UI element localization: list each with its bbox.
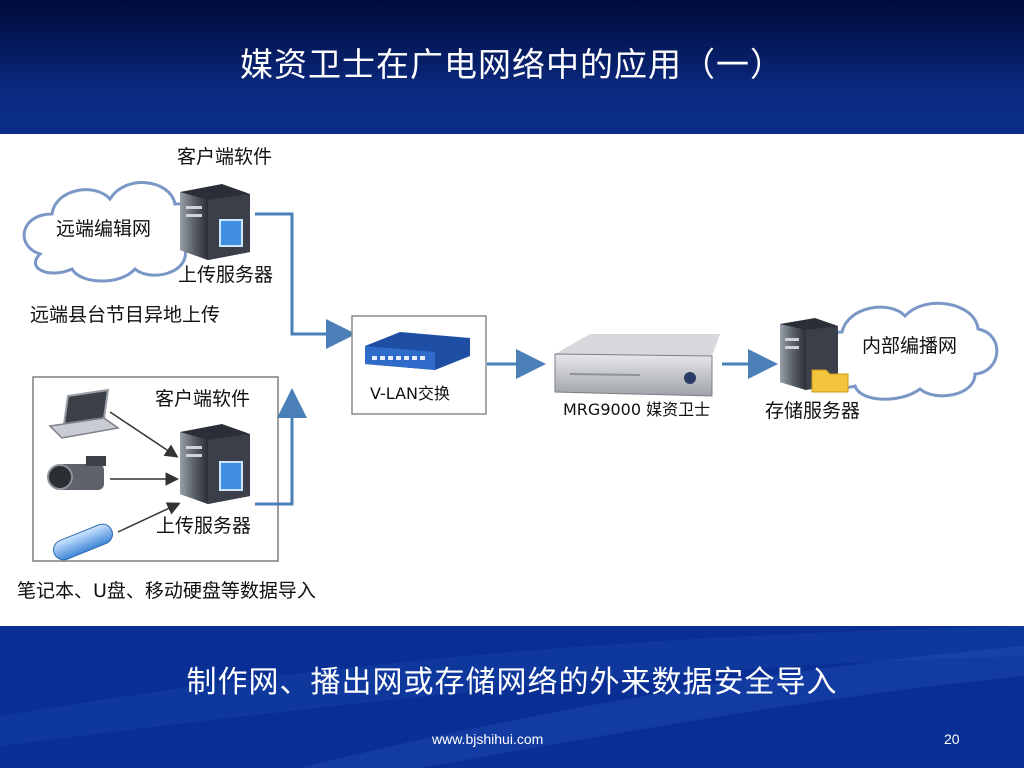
mrg9000-device-icon [554, 334, 720, 397]
upload-server-top-label: 上传服务器 [178, 264, 274, 286]
slide-title: 媒资卫士在广电网络中的应用（一） [240, 45, 784, 84]
local-caption: 笔记本、U盘、移动硬盘等数据导入 [17, 580, 316, 602]
slide-subtitle: 制作网、播出网或存储网络的外来数据安全导入 [186, 665, 838, 700]
storage-label: 存储服务器 [765, 400, 861, 422]
remote-caption: 远端县台节目异地上传 [30, 304, 221, 326]
storage-server-icon [780, 318, 838, 390]
page-number: 20 [944, 731, 960, 747]
client-software-bottom-label: 客户端软件 [155, 388, 251, 410]
usb-drive-icon [53, 523, 113, 561]
upload-server-bottom-icon [180, 424, 250, 504]
video-camera-icon [47, 456, 106, 490]
connector-top [255, 212, 356, 349]
internal-cloud-icon [812, 301, 999, 401]
folder-icon [811, 369, 849, 393]
upload-server-top-icon [180, 184, 250, 260]
laptop-icon [48, 388, 120, 439]
network-diagram: 远端编辑网 客户端软件 上传服务器 远端县台节目异地上传 客户端软件 上传服务器… [0, 134, 1024, 626]
vlan-label: V-LAN交换 [370, 384, 450, 403]
local-import-box [32, 376, 279, 562]
vlan-switch-icon [365, 332, 470, 370]
client-software-top-label: 客户端软件 [177, 146, 273, 168]
diagram-canvas [22, 181, 999, 562]
internal-cloud-label: 内部编播网 [862, 335, 958, 357]
connector-bottom [255, 388, 307, 506]
remote-cloud-label: 远端编辑网 [56, 218, 152, 240]
mrg-label: MRG9000 媒资卫士 [563, 400, 711, 419]
background-wave [0, 626, 1024, 768]
footer-url[interactable]: www.bjshihui.com [432, 731, 544, 747]
upload-server-bottom-label: 上传服务器 [156, 515, 252, 537]
